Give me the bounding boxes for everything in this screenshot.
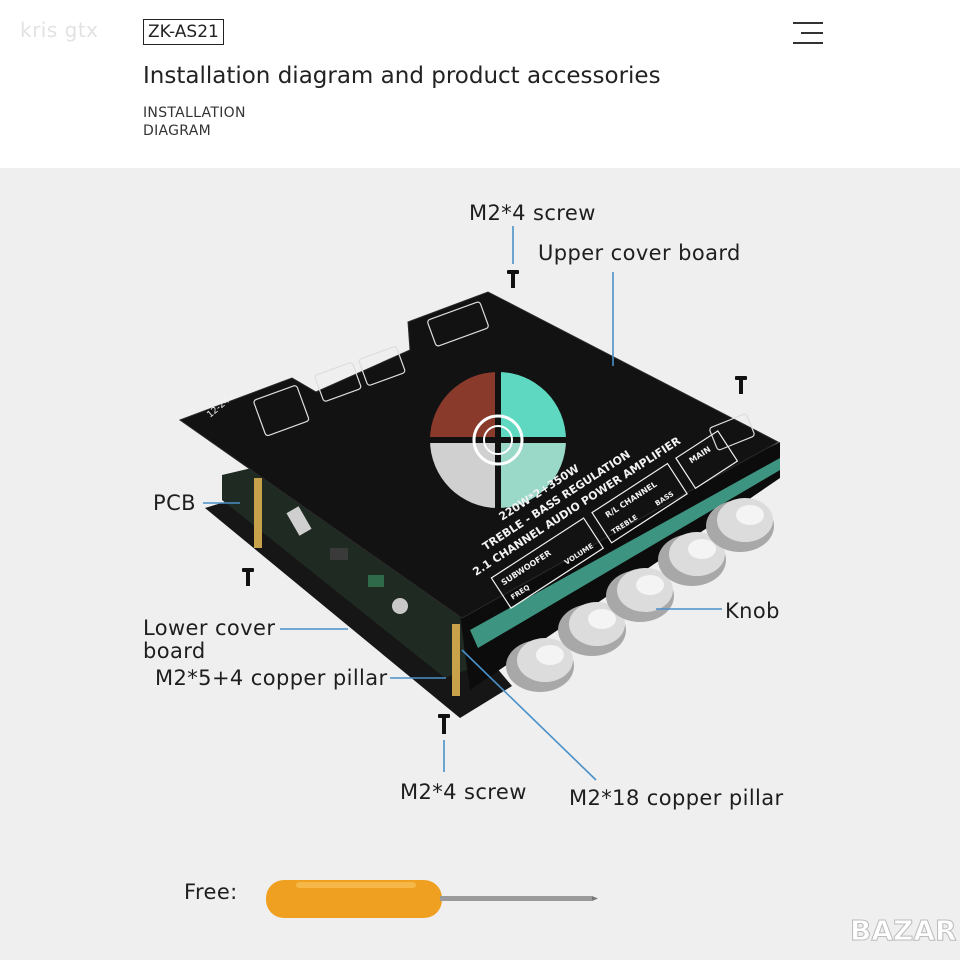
label-free: Free: [184, 880, 238, 904]
label-pcb: PCB [153, 491, 196, 515]
label-lower-cover-line-1: Lower cover [143, 616, 276, 640]
knob [558, 602, 626, 656]
page-title: Installation diagram and product accesso… [143, 63, 661, 89]
screw-icon [735, 376, 747, 394]
speaker-icon [358, 346, 406, 386]
amplifier-illustration: 220W*2+350W TREBLE - BASS REGULATION 2.1… [178, 226, 780, 918]
page-header: kris gtx ZK-AS21 Installation diagram an… [0, 0, 960, 168]
power-switch-icon [253, 385, 310, 437]
screw-icon [438, 714, 450, 734]
screw-icon [507, 270, 519, 288]
knob [506, 638, 574, 692]
capacitor [286, 506, 312, 536]
copper-pillar [254, 478, 262, 548]
label-knob: Knob [725, 599, 780, 623]
chip [330, 548, 348, 560]
screwdriver-icon [266, 880, 598, 918]
site-watermark: BAZAR [850, 914, 958, 948]
knob [706, 498, 774, 552]
subtitle-line-1: INSTALLATION [143, 105, 246, 121]
subtitle-line-2: DIAGRAM [143, 123, 212, 139]
label-bottom-screw: M2*4 screw [400, 780, 527, 804]
label-upper-cover-board: Upper cover board [538, 241, 741, 265]
model-badge: ZK-AS21 [143, 19, 224, 45]
label-short-copper-pillar: M2*5+4 copper pillar [155, 666, 388, 690]
led-strip [470, 458, 780, 648]
label-lower-cover-board: Lower cover board [143, 617, 275, 663]
screw-icon [242, 568, 254, 586]
chip [368, 575, 384, 587]
watermark-text: kris gtx [20, 18, 99, 42]
label-lower-cover-line-2: board [143, 639, 206, 663]
speaker-icon [314, 362, 362, 402]
knob [658, 532, 726, 586]
label-long-copper-pillar: M2*18 copper pillar [569, 786, 784, 810]
screws [242, 270, 747, 734]
leader-lines [203, 226, 722, 781]
bluetooth-icon [709, 413, 755, 451]
installation-diagram: 220W*2+350W TREBLE - BASS REGULATION 2.1… [0, 168, 960, 960]
capacitor [392, 598, 408, 614]
section-subtitle: INSTALLATION DIAGRAM [143, 104, 246, 140]
hamburger-menu-icon[interactable] [793, 22, 823, 44]
usb-icon [427, 301, 489, 347]
label-top-screw: M2*4 screw [469, 201, 596, 225]
copper-pillar [452, 624, 460, 696]
